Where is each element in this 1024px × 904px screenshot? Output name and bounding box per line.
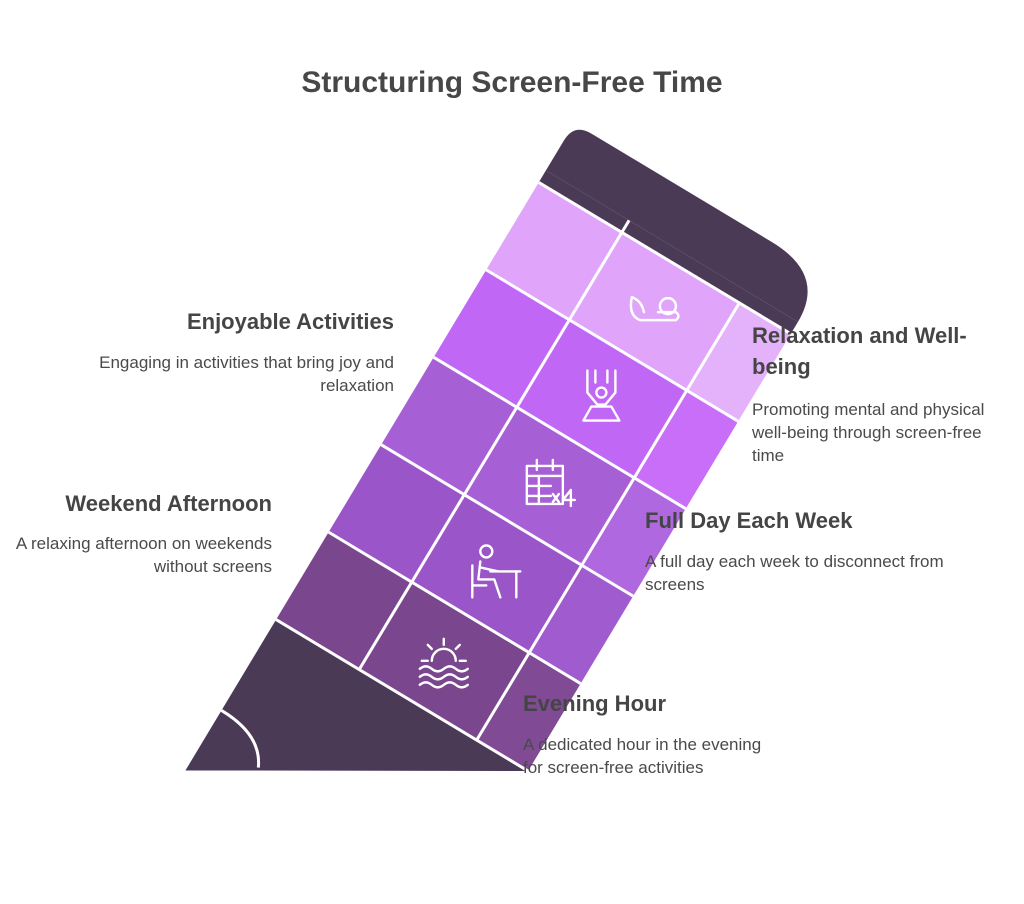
label-title: Full Day Each Week [645, 508, 853, 533]
segment-full-day [381, 357, 686, 597]
label-weekend-afternoon: Weekend Afternoon A relaxing afternoon o… [12, 488, 272, 578]
label-description: Engaging in activities that bring joy an… [99, 353, 394, 395]
label-title: Evening Hour [523, 691, 667, 716]
label-description: A dedicated hour in the evening for scre… [523, 735, 762, 777]
label-description: Promoting mental and physical well-being… [752, 400, 985, 465]
label-title: Enjoyable Activities [186, 309, 394, 334]
label-full-day-each-week: Full Day Each Week A full day each week … [645, 505, 945, 596]
segment-enjoyable [433, 269, 739, 509]
label-title: Weekend Afternoon [65, 491, 272, 516]
label-enjoyable-activities: Enjoyable Activities Engaging in activit… [94, 306, 394, 397]
calendar-x4-icon [525, 458, 577, 508]
person-at-desk-icon [471, 544, 522, 599]
label-relaxation-wellbeing: Relaxation and Well-being Promoting ment… [752, 320, 1012, 467]
segment-weekend [328, 444, 634, 684]
relaxing-person-icon [629, 295, 680, 322]
pencil-ferrule [538, 170, 798, 334]
segment-relaxation [486, 182, 791, 422]
page-title: Structuring Screen-Free Time [301, 66, 723, 99]
label-description: A full day each week to disconnect from … [645, 552, 944, 594]
label-description: A relaxing afternoon on weekends without… [15, 534, 272, 576]
swing-icon [582, 369, 621, 422]
segment-evening [276, 532, 581, 772]
pencil-tip-edge [220, 709, 261, 768]
label-evening-hour: Evening Hour A dedicated hour in the eve… [523, 688, 783, 779]
pencil-body [185, 129, 808, 773]
sunset-water-icon [418, 637, 469, 689]
pencil-tip [185, 619, 529, 772]
pencil-eraser [545, 129, 808, 322]
label-title: Relaxation and Well-being [752, 323, 967, 379]
